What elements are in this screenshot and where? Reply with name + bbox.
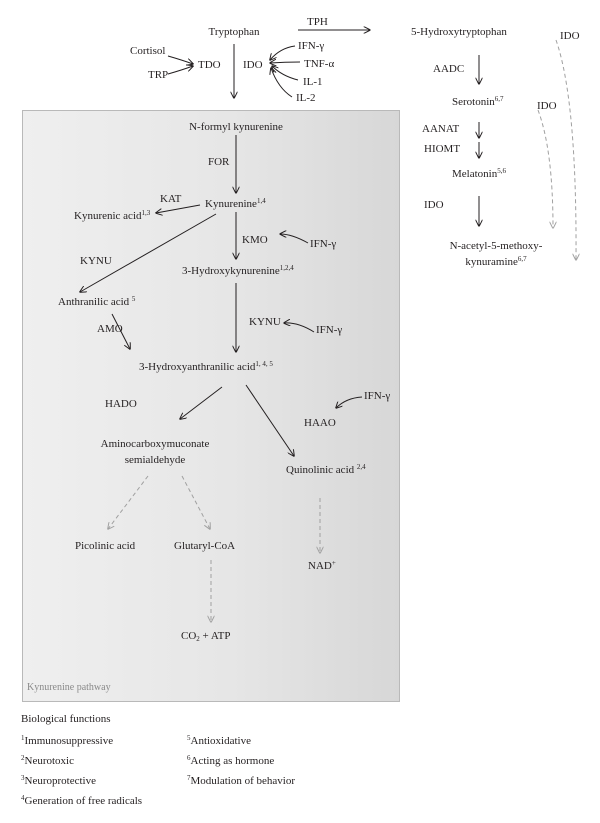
dashed-arrow-amino-glutaryl <box>181 475 210 529</box>
legend-item-7: 7Modulation of behavior <box>187 774 295 788</box>
arrow-il1-ido <box>272 66 299 81</box>
dashed-arrow-amino-picolinic <box>108 475 149 529</box>
enzyme-aanat: AANAT <box>422 123 460 135</box>
enzyme-ido-serotonin: IDO <box>537 100 557 112</box>
arrow-il2-ido <box>271 68 293 98</box>
node-3-hydroxykynurenine: 3-Hydroxykynurenine1,2,4 <box>182 264 294 278</box>
enzyme-haao: HAAO <box>304 417 336 429</box>
enzyme-tdo: TDO <box>198 59 221 71</box>
arrow-ifn-kynu <box>284 323 315 333</box>
node-kynurenine: Kynurenine1,4 <box>205 197 266 211</box>
arrow-hado <box>180 386 223 419</box>
enzyme-ido-top: IDO <box>243 59 263 71</box>
node-3-hydroxyanthranilic-acid: 3-Hydroxyanthranilic acid1, 4, 5 <box>139 360 273 374</box>
enzyme-aadc: AADC <box>433 63 465 75</box>
node-cortisol: Cortisol <box>130 45 166 57</box>
arrow-kynurenine-kynurenic <box>156 204 201 213</box>
dashed-arrow-ido-serotonin <box>537 109 553 228</box>
node-serotonin: Serotonin6,7 <box>452 95 504 109</box>
node-glutaryl-coa: Glutaryl-CoA <box>174 540 236 552</box>
legend-item-6: 6Acting as hormone <box>187 754 275 768</box>
legend-item-1: 1Immunosuppressive <box>21 734 114 748</box>
enzyme-ido-melatonin: IDO <box>424 199 444 211</box>
node-tryptophan: Tryptophan <box>208 26 260 38</box>
enzyme-ido-far-right: IDO <box>560 30 580 42</box>
enzyme-hado: HADO <box>105 398 137 410</box>
legend-item-2: 2Neurotoxic <box>21 754 74 768</box>
enzyme-kynu-right: KYNU <box>249 316 281 328</box>
node-5-hydroxytryptophan: 5-Hydroxytryptophan <box>411 26 507 38</box>
arrow-trp-tdo <box>167 66 193 75</box>
arrow-haao <box>245 384 294 456</box>
enzyme-kat: KAT <box>160 193 182 205</box>
node-il2: IL-2 <box>296 92 316 104</box>
arrow-tnf-ido <box>270 62 301 63</box>
node-anthranilic-acid: Anthranilic acid 5 <box>58 295 136 309</box>
node-picolinic-acid: Picolinic acid <box>75 540 136 552</box>
legend-title: Biological functions <box>21 713 111 725</box>
node-co2-atp: CO2 + ATP <box>181 630 231 643</box>
panel-label: Kynurenine pathway <box>27 682 111 693</box>
node-ifn-gamma-top: IFN-γ <box>298 40 325 52</box>
node-kynurenic-acid: Kynurenic acid1,3 <box>74 209 151 223</box>
enzyme-kynu-left: KYNU <box>80 255 112 267</box>
arrow-ifn-kmo <box>280 234 309 244</box>
legend-item-4: 4Generation of free radicals <box>21 794 143 808</box>
enzyme-amo: AMO <box>97 323 123 335</box>
arrow-anthranilic-hydroxyanthranilic <box>111 313 130 349</box>
node-ifn-gamma-kmo: IFN-γ <box>310 238 337 250</box>
enzyme-tph: TPH <box>307 16 328 28</box>
arrow-ifn-ido <box>270 45 296 60</box>
node-trp: TRP <box>148 69 169 81</box>
node-il1: IL-1 <box>303 76 323 88</box>
arrow-ifn-haao <box>336 396 363 408</box>
node-n-acetyl-5-methoxy-kynuramine: N-acetyl-5-methoxy-kynuramine6,7 <box>449 240 543 268</box>
legend-item-5: 5Antioxidative <box>187 734 251 748</box>
node-quinolinic-acid: Quinolinic acid 2,4 <box>286 463 366 477</box>
node-tnf-alpha: TNF-α <box>304 58 335 70</box>
enzyme-hiomt: HIOMT <box>424 143 461 155</box>
arrow-kynurenine-anthranilic <box>80 213 217 292</box>
dashed-arrow-ido-tryptophan <box>555 39 576 260</box>
node-ifn-gamma-haao: IFN-γ <box>364 390 391 402</box>
enzyme-kmo: KMO <box>242 234 268 246</box>
node-melatonin: Melatonin5,6 <box>452 167 506 181</box>
node-ifn-gamma-kynu: IFN-γ <box>316 324 343 336</box>
enzyme-for: FOR <box>208 156 230 168</box>
node-nad: NAD+ <box>308 559 336 573</box>
node-n-formyl-kynurenine: N-formyl kynurenine <box>189 121 283 133</box>
arrow-cortisol-tdo <box>167 55 193 64</box>
legend-item-3: 3Neuroprotective <box>21 774 96 788</box>
